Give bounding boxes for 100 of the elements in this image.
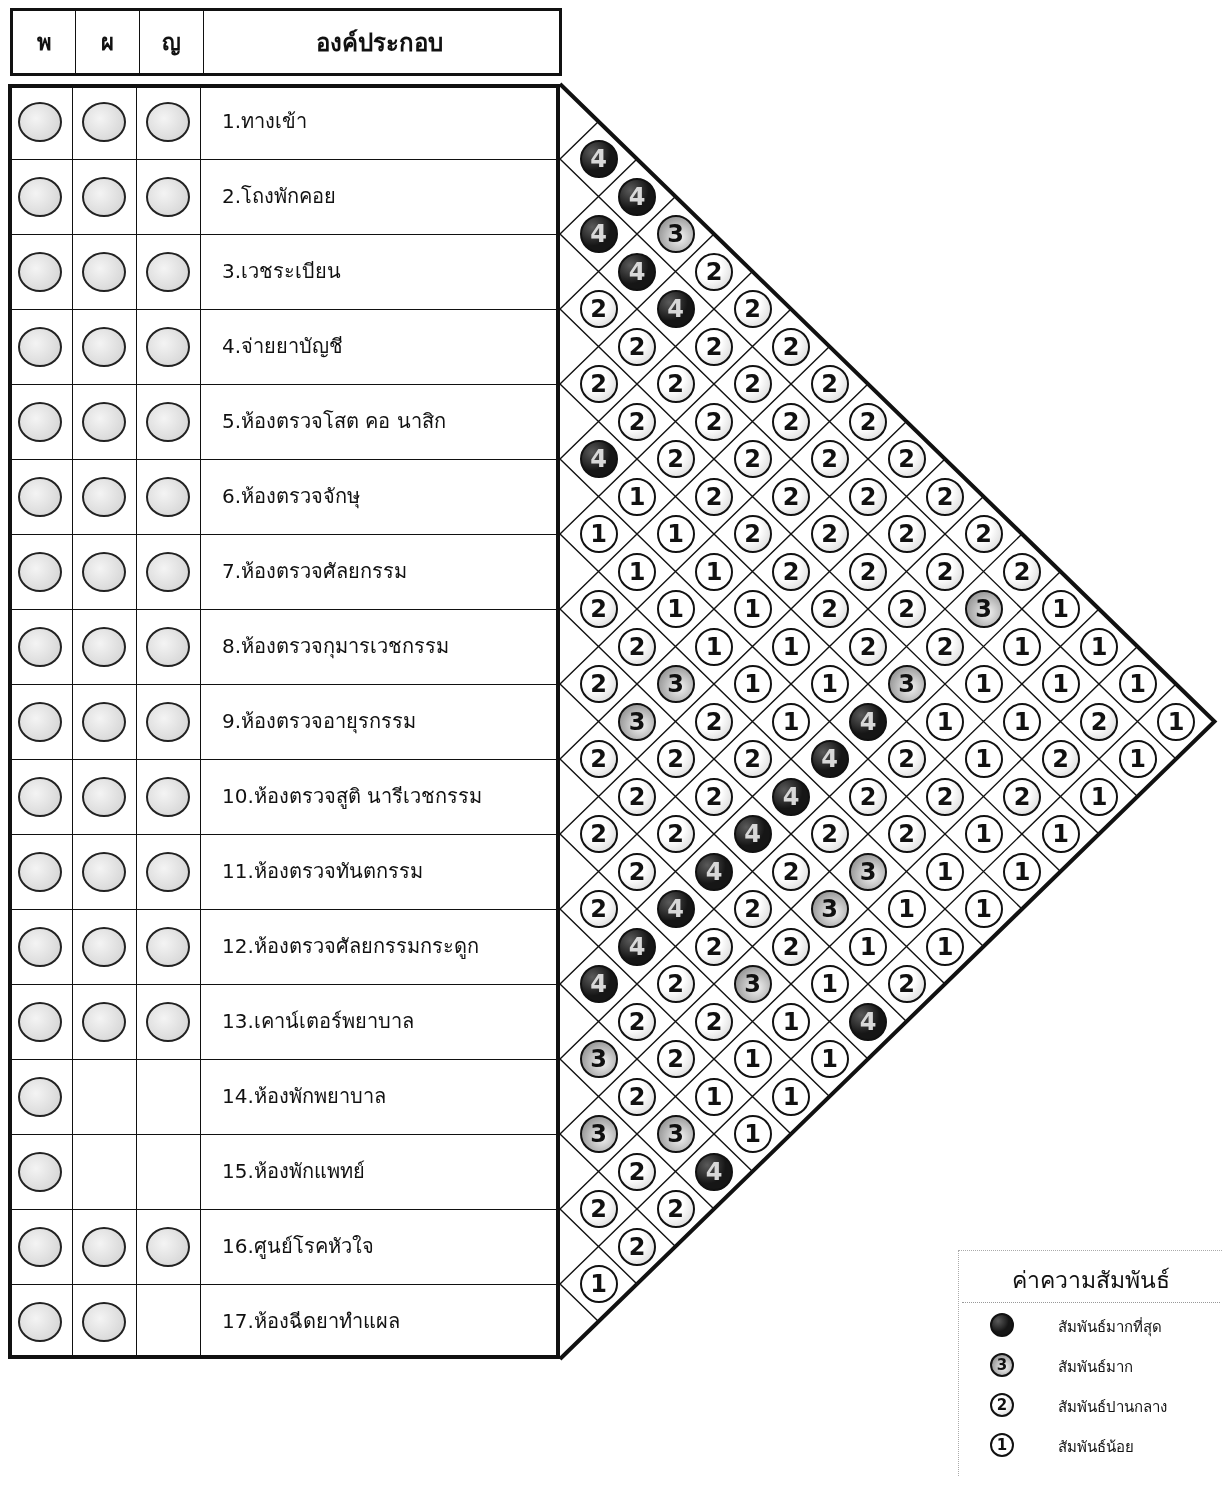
legend-label: สัมพันธ์มาก <box>1058 1357 1133 1378</box>
component-name: 13.เคาน์เตอร์พยาบาล <box>222 1008 415 1033</box>
rating-circle: 2 <box>849 777 887 816</box>
legend-sample-icon: 3 <box>990 1353 1014 1377</box>
rating-circle: 1 <box>695 552 733 591</box>
rating-circle: 1 <box>1157 702 1195 741</box>
rating-circle: 1 <box>656 515 695 553</box>
rating-circle: 1 <box>772 627 810 666</box>
rating-circle: 2 <box>618 1077 656 1116</box>
rating-circle: 2 <box>618 327 656 366</box>
rating-circle: 1 <box>849 927 887 966</box>
rating-circle: 1 <box>1003 702 1041 741</box>
component-name: 11.ห้องตรวจทันตกรรม <box>222 858 424 883</box>
rating-circle: 2 <box>772 477 810 516</box>
rating-circle: 1 <box>887 890 926 928</box>
component-name: 3.เวชระเบียน <box>222 258 343 283</box>
rating-circle: 2 <box>618 1227 656 1266</box>
rating-circle: 2 <box>695 252 733 291</box>
rating-circle: 3 <box>849 852 887 891</box>
rating-circle: 4 <box>772 777 810 816</box>
rating-circle: 2 <box>772 327 810 366</box>
rating-circle: 4 <box>656 290 695 328</box>
legend-label: สัมพันธ์มากที่สุด <box>1058 1316 1162 1339</box>
rating-circle: 2 <box>656 740 695 778</box>
rating-circle: 1 <box>579 1265 618 1303</box>
rating-circle: 2 <box>772 927 810 966</box>
rating-circle: 1 <box>733 1115 772 1153</box>
rating-circle: 2 <box>695 927 733 966</box>
rating-circle: 1 <box>618 552 656 591</box>
rating-circle: 1 <box>1041 665 1080 703</box>
component-name: 17.ห้องฉีดยาทำแผล <box>222 1308 401 1333</box>
rating-circle: 1 <box>810 965 849 1003</box>
rating-circle: 3 <box>656 215 695 253</box>
component-name: 6.ห้องตรวจจักษุ <box>222 483 362 508</box>
legend-sample-icon: 2 <box>990 1393 1014 1417</box>
rating-circle: 2 <box>695 477 733 516</box>
rating-circle: 2 <box>733 515 772 553</box>
rating-circle: 1 <box>772 1077 810 1116</box>
rating-circle: 3 <box>656 665 695 703</box>
rating-circle: 2 <box>887 965 926 1003</box>
rating-circle: 2 <box>579 590 618 628</box>
rating-circle: 2 <box>618 627 656 666</box>
rating-circle: 2 <box>618 852 656 891</box>
rating-circle: 3 <box>733 965 772 1003</box>
rating-circle: 2 <box>733 740 772 778</box>
component-name: 4.จ่ายยาบัญชี <box>222 333 345 358</box>
rating-circle: 2 <box>733 290 772 328</box>
rating-circle: 1 <box>1003 627 1041 666</box>
rating-circle: 1 <box>1080 777 1118 816</box>
component-name: 7.ห้องตรวจศัลยกรรม <box>222 558 409 583</box>
rating-circle: 2 <box>887 815 926 853</box>
rating-circle: 2 <box>579 740 618 778</box>
rating-circle: 1 <box>1118 740 1157 778</box>
rating-circle: 2 <box>695 1002 733 1041</box>
rating-circle: 3 <box>887 665 926 703</box>
rating-circle: 1 <box>964 740 1003 778</box>
rating-circle: 3 <box>579 1115 618 1153</box>
rating-circle: 1 <box>733 665 772 703</box>
legend-sample-icon: 1 <box>990 1433 1014 1457</box>
rating-circle: 2 <box>656 1190 695 1228</box>
rating-circle: 2 <box>695 777 733 816</box>
component-name: 12.ห้องตรวจศัลยกรรมกระดูก <box>222 933 480 958</box>
rating-circle: 2 <box>1003 777 1041 816</box>
rating-circle: 2 <box>656 965 695 1003</box>
rating-circle: 2 <box>849 552 887 591</box>
rating-circle: 2 <box>695 402 733 441</box>
rating-circle: 2 <box>887 515 926 553</box>
rating-circle: 1 <box>656 590 695 628</box>
rating-circle: 2 <box>772 552 810 591</box>
rating-circle: 2 <box>887 440 926 478</box>
rating-circle: 2 <box>733 890 772 928</box>
rating-circle: 1 <box>964 890 1003 928</box>
rating-circle: 2 <box>579 365 618 403</box>
rating-circle: 2 <box>810 590 849 628</box>
rating-circle: 4 <box>618 927 656 966</box>
rating-circle: 4 <box>618 252 656 291</box>
component-name: 5.ห้องตรวจโสต คอ นาสิก <box>222 408 447 433</box>
rating-circle: 2 <box>810 815 849 853</box>
rating-circle: 2 <box>656 815 695 853</box>
rating-circle: 2 <box>579 665 618 703</box>
rating-circle: 2 <box>579 1190 618 1228</box>
component-name: 1.ทางเข้า <box>222 108 309 133</box>
rating-circle: 1 <box>579 515 618 553</box>
rating-circle: 2 <box>618 1152 656 1191</box>
rating-circle: 2 <box>656 440 695 478</box>
rating-circle: 2 <box>887 590 926 628</box>
rating-circle: 1 <box>926 702 964 741</box>
rating-circle: 2 <box>579 290 618 328</box>
column-header: องค์ประกอบ <box>314 27 444 59</box>
column-header: ผ <box>99 28 115 57</box>
component-name: 14.ห้องพักพยาบาล <box>222 1083 387 1108</box>
rating-circle: 2 <box>656 365 695 403</box>
rating-circle: 2 <box>618 777 656 816</box>
rating-circle: 2 <box>579 815 618 853</box>
rating-circle: 2 <box>810 440 849 478</box>
rating-circle: 1 <box>926 927 964 966</box>
rating-circle: 1 <box>1041 590 1080 628</box>
rating-circle: 4 <box>695 1152 733 1191</box>
rating-circle: 2 <box>926 552 964 591</box>
rating-circle: 2 <box>926 627 964 666</box>
